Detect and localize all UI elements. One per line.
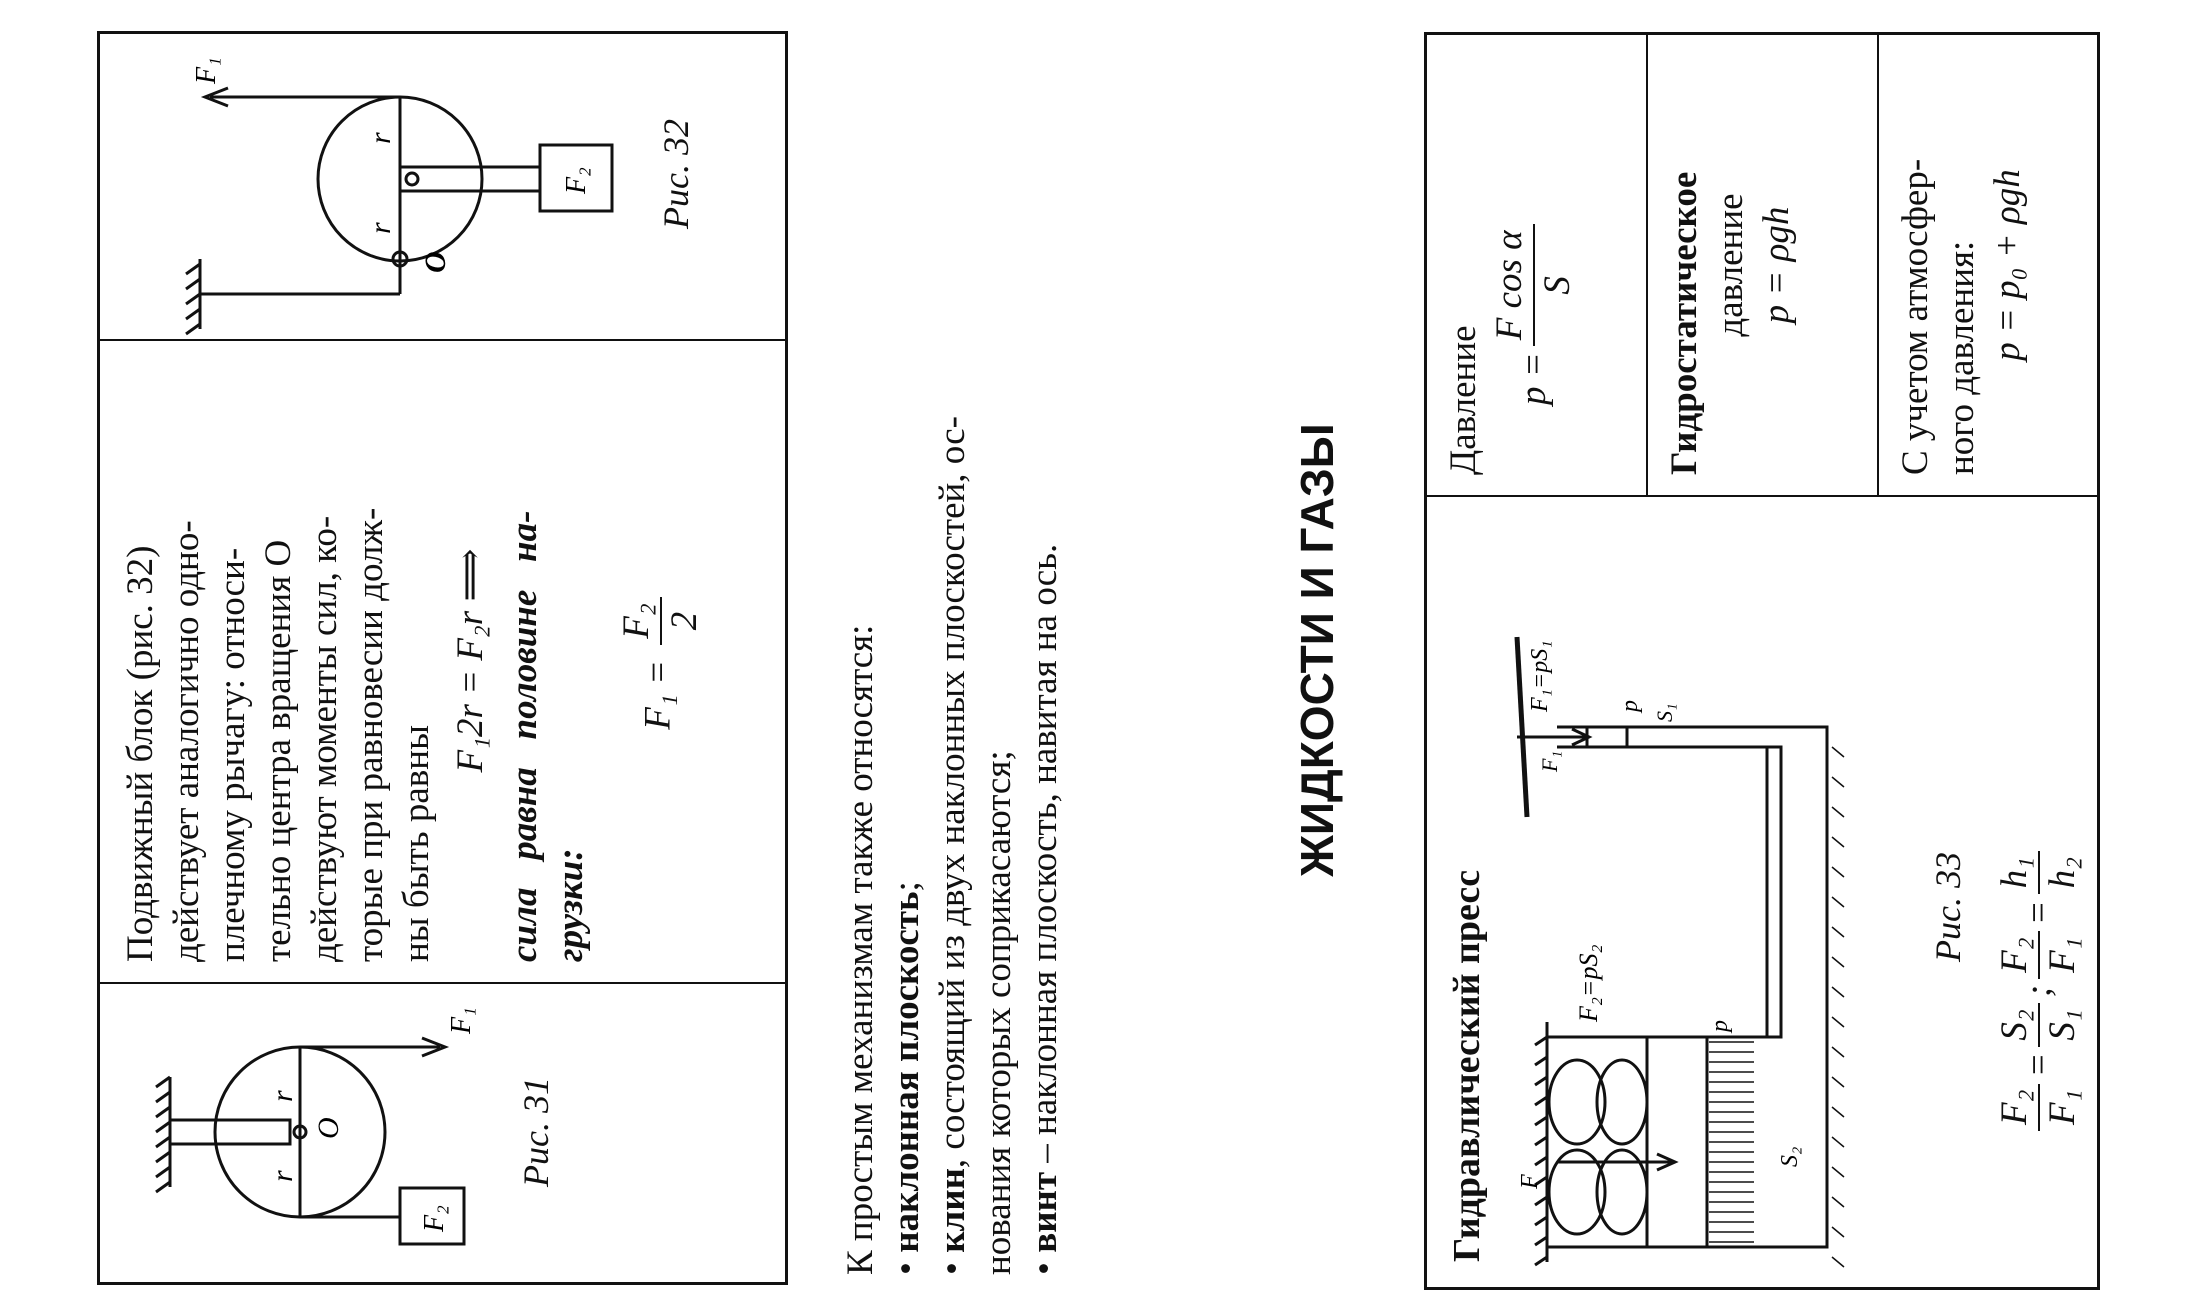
radius-label: r — [266, 1090, 299, 1102]
force-f2-label: F₂ — [419, 1205, 450, 1233]
simple-mechanisms: К простым механизмам также относятся: • … — [838, 15, 1068, 1275]
text-line: тельно центра вращения О — [258, 539, 299, 962]
pressure-label: Давление — [1443, 325, 1484, 475]
figure-32: O r r F₂ F₁ Рис. 32 — [100, 34, 785, 339]
hydrostatic-cell: Гидростатическое давление p = ρgh — [1648, 35, 1877, 495]
conclusion-line: грузки: — [550, 848, 591, 962]
text-line: Подвижный блок (рис. 32) — [120, 545, 161, 963]
force-f-label: F — [1517, 1174, 1543, 1190]
radius-label: r — [266, 1170, 299, 1182]
force-f1-label: F₁ — [1537, 751, 1562, 773]
conclusion-line: сила равна половине на- — [504, 510, 545, 962]
force-f2-label: F₂ — [561, 167, 592, 195]
movable-pulley-box: r r O F₂ F₁ Рис. 31 Подвижный блок (рис.… — [97, 31, 788, 1285]
movable-pulley-text: Подвижный блок (рис. 32) действует анало… — [100, 341, 708, 982]
text-line: действуют моменты сил, ко- — [304, 515, 345, 962]
denominator: S₁ — [2042, 1009, 2083, 1041]
text-line: нования которых соприкасаются; — [978, 750, 1019, 1275]
numerator: F₂ — [1992, 1083, 2040, 1131]
bullet-term: наклонная плоскость — [886, 891, 927, 1253]
pressure-label: p — [1617, 700, 1643, 714]
denominator: S — [1537, 276, 1578, 295]
figure-31: r r O F₂ F₁ Рис. 31 — [100, 984, 785, 1282]
bullet-item: • наклонная плоскость; — [886, 881, 927, 1275]
numerator: F cos α — [1487, 224, 1535, 347]
denominator: 2 — [664, 611, 705, 631]
movable-pulley-diagram: O r r F₂ F₁ — [185, 57, 614, 336]
section-title: ЖИДКОСТИ И ГАЗЫ — [1291, 423, 1343, 877]
area-s2-label: S₂ — [1777, 1147, 1803, 1167]
text-line: плечному рычагу: относи- — [212, 547, 253, 962]
numerator: F₂ — [1992, 931, 2040, 979]
hydraulic-press-cell: Гидравлический пресс — [1427, 497, 2097, 1287]
press-title: Гидравлический пресс — [1446, 869, 1488, 1262]
atmospheric-label: С учетом атмосфер- — [1895, 158, 1936, 475]
numerator: S₂ — [1992, 1003, 2040, 1047]
denominator: F₁ — [2042, 937, 2083, 973]
radius-label: r — [364, 222, 397, 234]
radius-label: r — [364, 132, 397, 144]
bullet-text: , состоящий из двух наклонных плоскостей… — [932, 416, 973, 1169]
bullet-term: клин — [932, 1168, 973, 1253]
bullet-text: ; — [886, 881, 927, 892]
formula-lhs: p = — [1513, 352, 1554, 405]
area-s1-label: S₁ — [1652, 703, 1677, 722]
force-f1-label: F₁ — [191, 57, 222, 85]
moment-formula: F₁2r = F₂r ⟹ — [450, 548, 491, 773]
figure-31-caption: Рис. 31 — [516, 1077, 556, 1187]
text-line: действует аналогично одно- — [166, 520, 207, 962]
force-f1-equation: F₁=pS₁ — [1527, 640, 1553, 713]
hydrostatic-formula: p = ρgh — [1756, 206, 1797, 324]
pressure-label: p — [1707, 1020, 1733, 1034]
hydrostatic-label: давление — [1710, 193, 1751, 337]
numerator: F₂ — [614, 597, 662, 645]
intro-text: К простым механизмам также относятся: — [840, 624, 881, 1275]
atmospheric-label: ного давления: — [1941, 240, 1982, 475]
fixed-pulley-diagram: r r O F₂ F₁ — [155, 1007, 477, 1246]
hydrostatic-label: Гидростатическое — [1664, 171, 1705, 475]
formula-lhs: F₁ = — [637, 660, 679, 730]
atmospheric-cell: С учетом атмосфер- ного давления: p = p₀… — [1879, 35, 2097, 495]
center-label: O — [312, 1117, 345, 1139]
denominator: F₁ — [2042, 1089, 2083, 1125]
numerator: h₁ — [1992, 851, 2040, 895]
force-f2-equation: F₂=pS₂ — [1574, 944, 1603, 1023]
bullet-term: винт — [1024, 1171, 1065, 1253]
figure-33-caption: Рис. 33 — [1928, 852, 1968, 962]
bullet-item: • винт – наклонная плоскость, навитая на… — [1024, 543, 1065, 1275]
fluids-box: Гидравлический пресс — [1424, 32, 2100, 1290]
figure-32-caption: Рис. 32 — [656, 119, 696, 229]
denominator: h₂ — [2042, 857, 2083, 889]
center-label: O — [419, 251, 452, 273]
text-line: торые при равновесии долж- — [350, 507, 391, 962]
text-line: ны быть равны — [396, 725, 437, 962]
bullet-text: – наклонная плоскость, навитая на ось. — [1024, 543, 1065, 1172]
force-f1-label: F₁ — [446, 1007, 477, 1035]
atmospheric-formula: p = p₀ + ρgh — [1987, 169, 2028, 361]
hydraulic-press-diagram: F₂=pS₂ F₁=pS₁ p p S₂ S₁ F F₁ — [1514, 636, 1845, 1268]
bullet-item: • клин, состоящий из двух наклонных плос… — [932, 416, 973, 1275]
separator: ; — [2018, 984, 2059, 998]
